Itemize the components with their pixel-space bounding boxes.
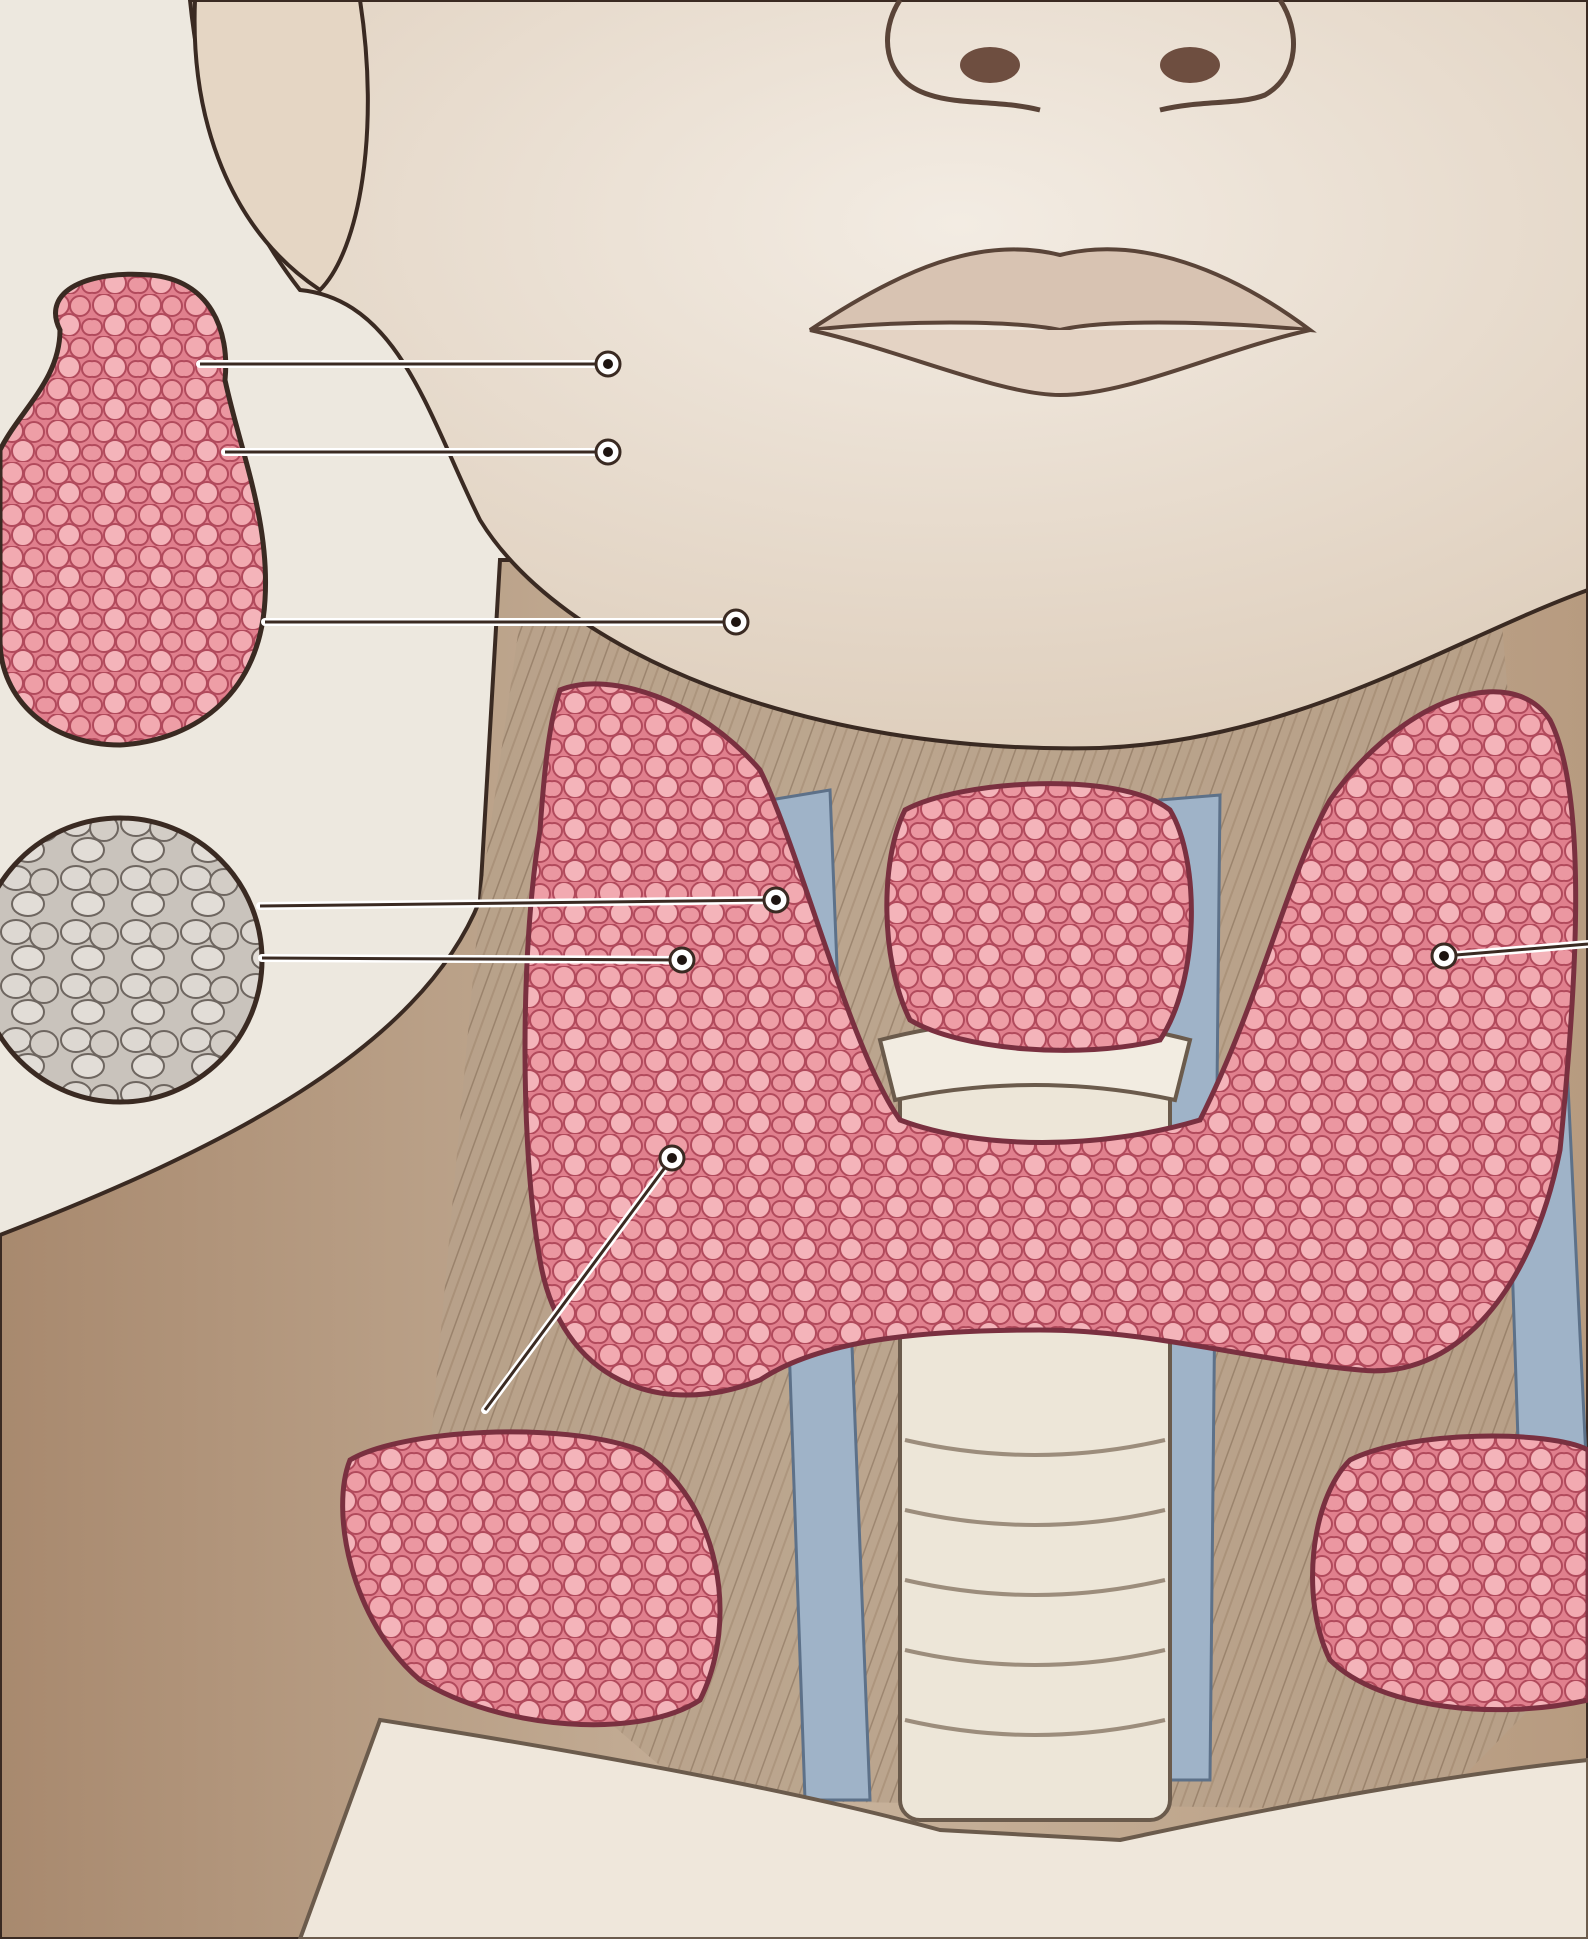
microscopic-inset xyxy=(0,818,262,1102)
lower-right-nodule-cluster xyxy=(1313,1436,1588,1710)
upper-nodule-cluster xyxy=(887,784,1192,1051)
